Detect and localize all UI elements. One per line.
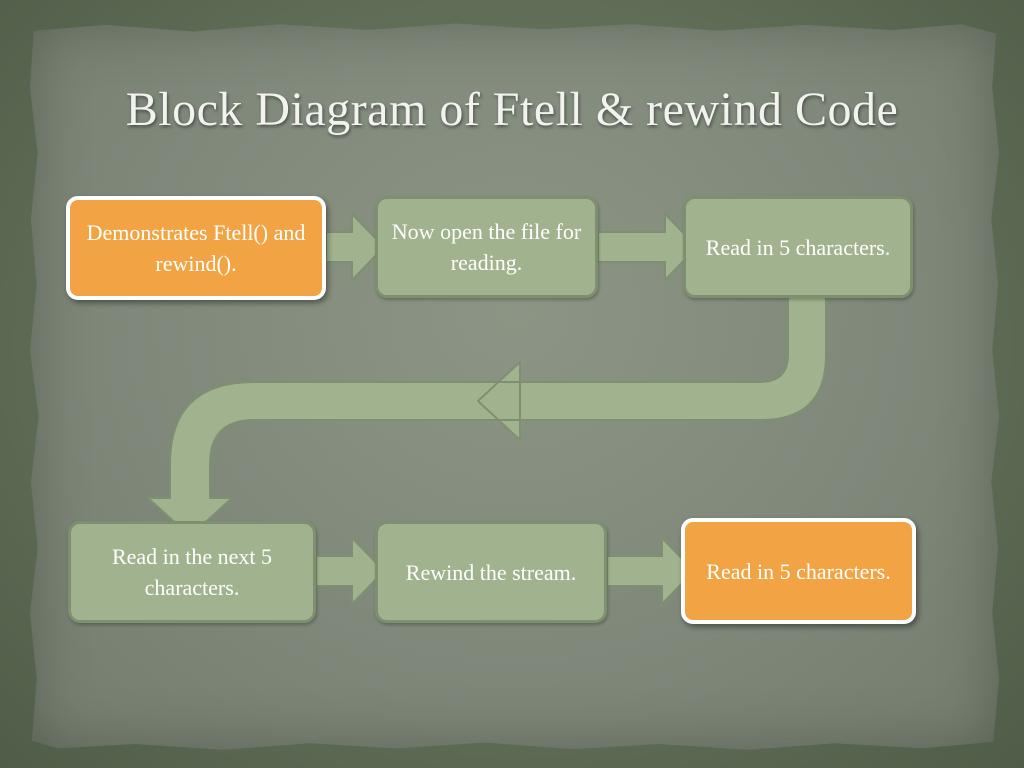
- step-read-5-again-label: Read in 5 characters.: [706, 558, 891, 584]
- step-rewind: Rewind the stream.: [375, 521, 607, 623]
- step-read-5: Read in 5 characters.: [683, 196, 913, 298]
- step-demonstrates-label: Demonstrates Ftell() and rewind().: [86, 220, 306, 276]
- step-read-next-5-label: Read in the next 5 characters.: [111, 544, 273, 600]
- arrow-step3-to-step4: [147, 296, 827, 537]
- step-open-file: Now open the file for reading.: [375, 196, 598, 298]
- step-demonstrates: Demonstrates Ftell() and rewind().: [66, 196, 326, 300]
- arrow-step1-to-step2: [325, 211, 386, 283]
- slide-title: Block Diagram of Ftell & rewind Code: [125, 83, 899, 136]
- step-open-file-label: Now open the file for reading.: [391, 219, 582, 275]
- step-rewind-label: Rewind the stream.: [405, 559, 577, 585]
- step-read-5-again: Read in 5 characters.: [681, 518, 916, 624]
- arrow-step2-to-step3: [597, 211, 699, 283]
- arrow-step4-to-step5: [315, 535, 386, 607]
- step-read-next-5: Read in the next 5 characters.: [68, 521, 316, 623]
- step-read-5-label: Read in 5 characters.: [705, 234, 891, 260]
- arrow-step5-to-step6: [606, 535, 696, 607]
